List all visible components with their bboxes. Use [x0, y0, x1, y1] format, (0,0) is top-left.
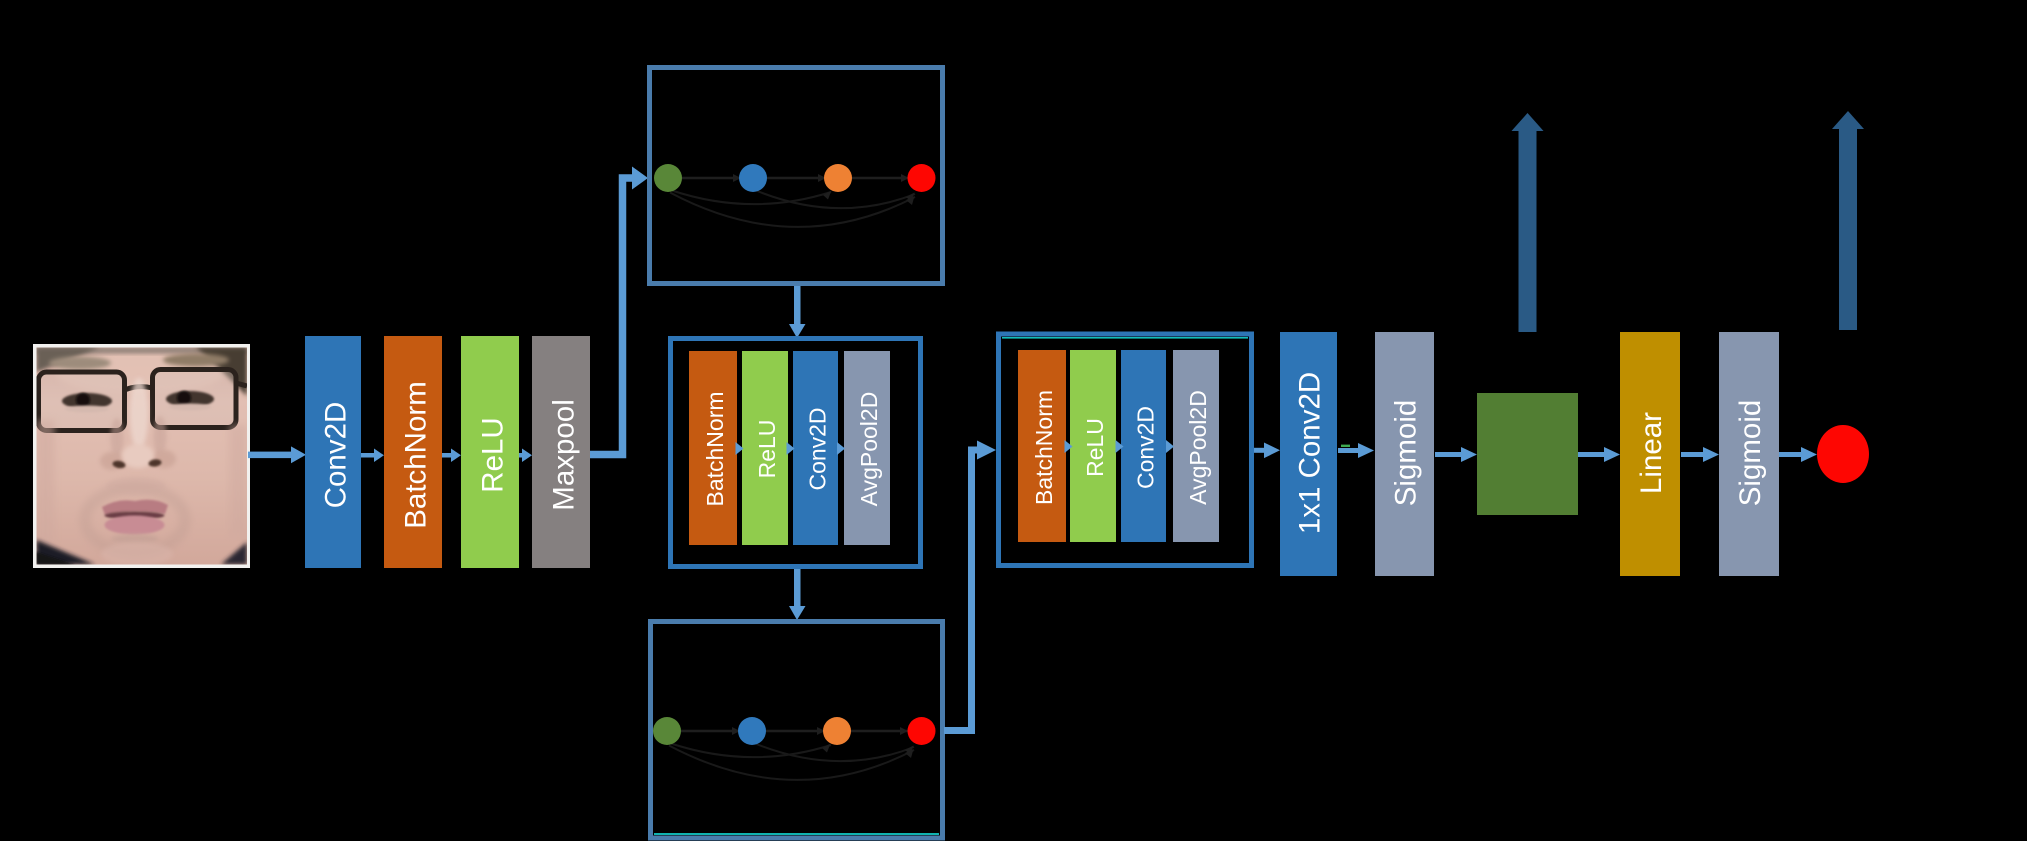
svg-text:ReLU: ReLU — [754, 420, 780, 479]
svg-text:BatchNorm: BatchNorm — [702, 391, 728, 506]
svg-text:BatchNorm: BatchNorm — [1031, 390, 1057, 505]
svg-text:Conv2D: Conv2D — [320, 402, 353, 509]
svg-text:Maxpool: Maxpool — [548, 399, 581, 511]
svg-text:ReLU: ReLU — [477, 417, 510, 492]
svg-text:Linear: Linear — [1635, 412, 1668, 494]
svg-text:BatchNorm: BatchNorm — [400, 381, 433, 529]
svg-text:1x1 Conv2D: 1x1 Conv2D — [1294, 372, 1327, 534]
svg-text:Sigmoid: Sigmoid — [1734, 400, 1767, 507]
svg-text:Conv2D: Conv2D — [805, 407, 831, 490]
svg-text:Conv2D: Conv2D — [1133, 406, 1159, 489]
svg-text:Sigmoid: Sigmoid — [1390, 400, 1423, 507]
svg-text:ReLU: ReLU — [1082, 418, 1108, 477]
svg-text:AvgPool2D: AvgPool2D — [1185, 390, 1211, 505]
svg-text:AvgPool2D: AvgPool2D — [856, 392, 882, 507]
